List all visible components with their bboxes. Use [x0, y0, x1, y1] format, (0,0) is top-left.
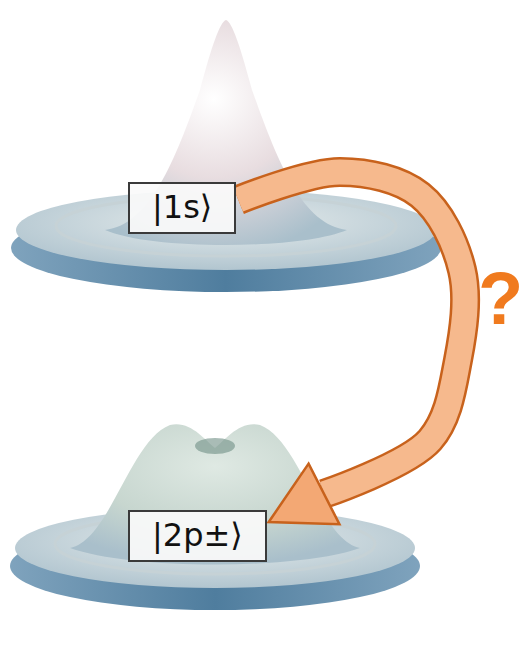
state-label: |2p±⟩	[152, 516, 243, 554]
state-label-box: |1s⟩	[128, 182, 236, 234]
arrow-body	[238, 172, 465, 494]
arrow-outline	[238, 172, 465, 494]
disc-1s	[11, 20, 441, 292]
arrow-head	[269, 464, 340, 525]
state-label: |1s⟩	[152, 188, 212, 226]
state-label-box: |2p±⟩	[128, 510, 267, 562]
disc-2p	[10, 424, 420, 610]
curved-arrow	[238, 172, 465, 524]
question-mark: ?	[478, 262, 523, 336]
